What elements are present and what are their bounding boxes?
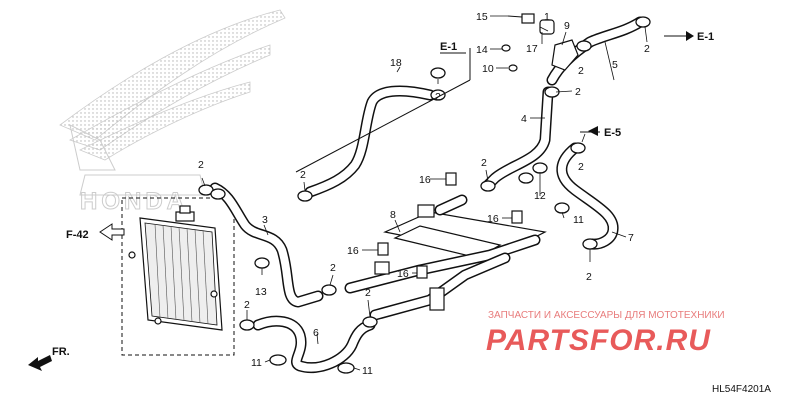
label-11a: 11: [573, 214, 584, 226]
diagram-code: HL54F4201A: [712, 384, 771, 395]
label-11c: 11: [362, 365, 373, 377]
arrow-e5: [588, 126, 598, 136]
label-2e: 2: [198, 159, 204, 171]
label-2h: 2: [578, 161, 584, 173]
label-8: 8: [390, 209, 396, 221]
label-2b: 2: [575, 86, 581, 98]
label-10: 10: [482, 63, 494, 75]
label-18: 18: [390, 57, 402, 69]
label-5: 5: [612, 59, 618, 71]
hose-6: [252, 315, 376, 373]
watermark-subtitle: ЗАПЧАСТИ И АКСЕССУАРЫ ДЛЯ МОТОТЕХНИКИ: [488, 310, 725, 321]
ref-e1-mid: E-1: [440, 41, 457, 53]
honda-wing-logo: HONDA: [59, 9, 286, 216]
label-2j: 2: [330, 262, 336, 274]
honda-logo-text: HONDA: [80, 188, 188, 215]
watermark-brand: PARTSFOR.RU: [486, 324, 711, 357]
label-2f: 2: [300, 169, 306, 181]
label-2g: 2: [481, 157, 487, 169]
hose-7: [556, 142, 619, 250]
radiator: [121, 197, 235, 356]
hose-clamps: [198, 16, 651, 374]
label-17: 17: [526, 43, 538, 55]
label-3: 3: [262, 214, 268, 226]
label-4: 4: [521, 113, 527, 125]
label-6: 6: [313, 327, 319, 339]
label-12: 12: [534, 190, 546, 202]
hose-3: [209, 182, 324, 308]
label-16c: 16: [347, 245, 359, 257]
ref-e1-top: E-1: [697, 31, 714, 43]
label-2k: 2: [365, 287, 371, 299]
front-arrow: [28, 355, 52, 371]
label-2d: 2: [435, 91, 441, 103]
label-2i: 2: [586, 271, 592, 283]
label-11b: 11: [251, 357, 262, 369]
label-1: 1: [544, 11, 550, 23]
ref-e5: E-5: [604, 127, 621, 139]
arrow-f42: [99, 223, 125, 241]
label-9: 9: [564, 20, 570, 32]
arrow-e1-top: [664, 31, 694, 41]
leader-lines: [201, 15, 648, 371]
label-2c: 2: [644, 43, 650, 55]
label-2a: 2: [578, 65, 584, 77]
hose-18: [304, 85, 436, 198]
label-15: 15: [476, 11, 488, 23]
label-13: 13: [255, 286, 267, 298]
hose-4: [482, 86, 554, 191]
ref-front: FR.: [52, 346, 70, 358]
label-16d: 16: [397, 268, 409, 280]
watermark: ЗАПЧАСТИ И АКСЕССУАРЫ ДЛЯ МОТОТЕХНИКИ PA…: [486, 310, 725, 357]
label-16a: 16: [419, 174, 431, 186]
label-16b: 16: [487, 213, 499, 225]
pipe-assembly: [344, 194, 547, 321]
label-2l: 2: [244, 299, 250, 311]
label-7: 7: [628, 232, 634, 244]
label-14: 14: [476, 44, 488, 56]
ref-f42: F-42: [66, 229, 89, 241]
part-labels: 15 1 17 14 10 9 2 2 2 5 4 18 2 2 2 16 2 …: [198, 11, 650, 377]
thermostat-housing: [501, 13, 579, 72]
